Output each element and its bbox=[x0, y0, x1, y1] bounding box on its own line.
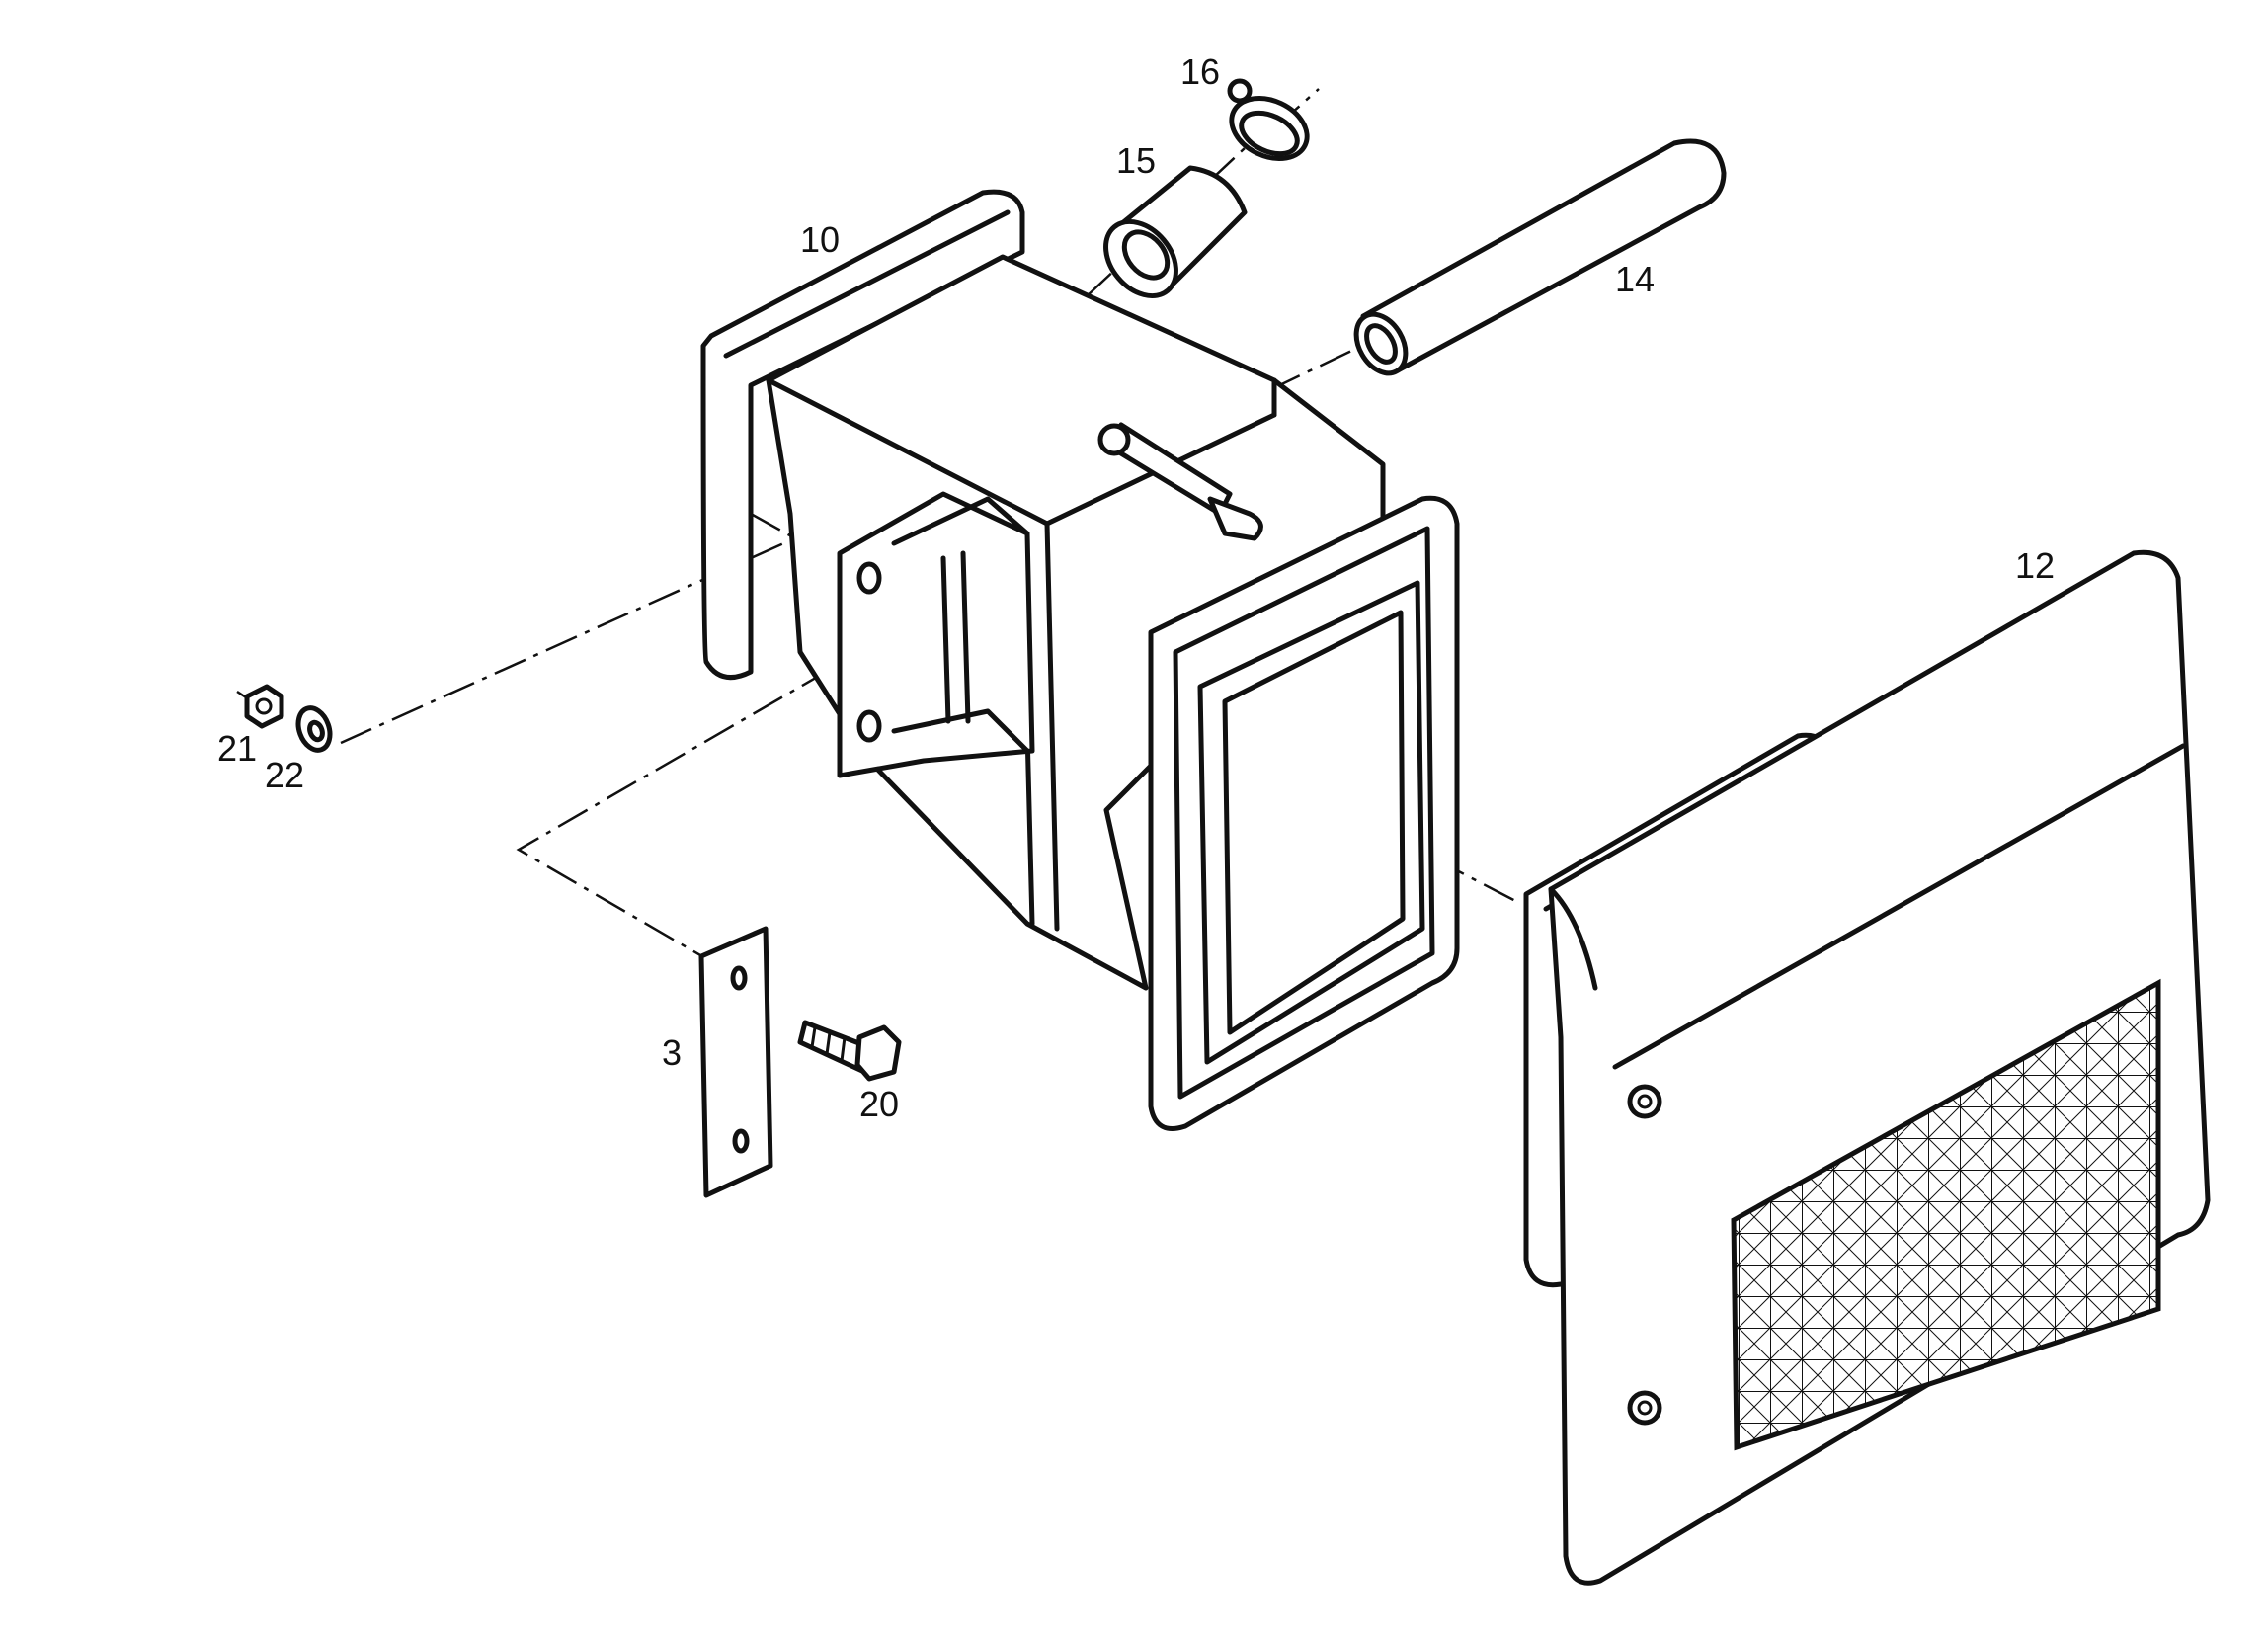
part-12-lens-cover bbox=[1523, 549, 2211, 1586]
label-16: 16 bbox=[1180, 51, 1220, 92]
part-14-tube bbox=[1353, 138, 1727, 376]
part-3-plate bbox=[698, 926, 773, 1198]
part-21-nut bbox=[244, 684, 284, 729]
part-16-hose-clamp bbox=[1227, 78, 1310, 161]
label-10: 10 bbox=[800, 219, 840, 260]
label-14: 14 bbox=[1615, 259, 1655, 299]
label-3: 3 bbox=[662, 1032, 682, 1073]
label-20: 20 bbox=[859, 1084, 899, 1124]
label-12: 12 bbox=[2015, 545, 2055, 586]
label-15: 15 bbox=[1116, 140, 1156, 181]
part-15-sleeve bbox=[1103, 165, 1248, 299]
part-20-bolt bbox=[797, 1020, 902, 1082]
label-21: 21 bbox=[217, 728, 257, 769]
callout-labels: 10 15 16 14 12 21 22 3 20 bbox=[217, 51, 2055, 1124]
label-22: 22 bbox=[265, 755, 304, 795]
part-10-lamp-housing bbox=[700, 189, 1460, 1131]
part-22-washer bbox=[295, 705, 333, 753]
